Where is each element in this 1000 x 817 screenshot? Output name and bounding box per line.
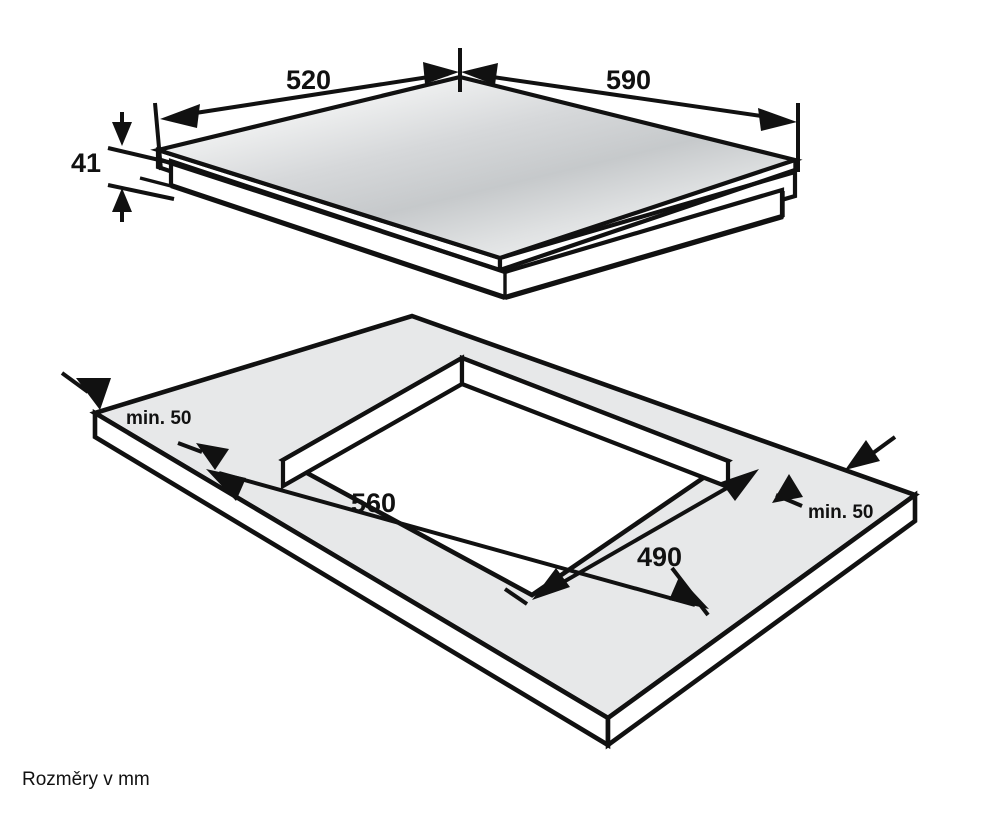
dim-520-arrow-left [160, 104, 200, 128]
dimension-41: 41 [71, 112, 175, 222]
dimension-490: 490 [503, 469, 759, 606]
cutout-rim-right [461, 382, 729, 489]
worktop-edge-front-left [92, 408, 611, 750]
dimension-590: 590 [461, 63, 800, 172]
dim-520-line [175, 72, 449, 118]
dimension-560: 560 [206, 469, 710, 617]
min50-left-arrow-outer [76, 378, 111, 410]
clearance-min-50-right: min. 50 [772, 435, 897, 523]
units-caption: Rozměry v mm [22, 769, 150, 790]
min50-left-leader [60, 371, 90, 394]
figure-hob-appliance: 520 590 41 [71, 48, 803, 301]
dim-560-witness-tick [670, 566, 710, 617]
dim-560-label: 560 [351, 488, 396, 518]
hob-glass-rim-front-right [499, 168, 796, 272]
dim-41-witness-top [107, 146, 173, 165]
dim-590-label: 590 [606, 65, 651, 95]
dim-490-arrow-start [532, 568, 570, 600]
hob-body-bottom-right-edge [504, 214, 784, 301]
figure-worktop-cutout: 560 490 min. 50 [60, 313, 920, 750]
cutout-rim-left [282, 382, 463, 488]
dim-41-witness-bottom [107, 183, 175, 201]
min50-left-arrow-inner [196, 443, 229, 470]
dim-41-arrow-bottom [112, 188, 132, 212]
dimension-520: 520 [153, 48, 462, 171]
dim-490-arrow-end [721, 469, 759, 501]
dim-560-arrow-start [206, 469, 246, 501]
dim-590-line [471, 72, 783, 121]
dim-590-arrow-left [461, 63, 498, 85]
dim-590-arrow-right [758, 108, 797, 131]
dim-41-label: 41 [71, 148, 101, 178]
dim-560-line [218, 471, 696, 607]
dim-520-label: 520 [286, 65, 331, 95]
min50-right-arrow-inner [772, 474, 803, 503]
hob-left-lip-detail [139, 176, 172, 188]
dim-490-witness-tick [503, 587, 529, 606]
dim-490-line [545, 475, 747, 594]
min50-right-label: min. 50 [808, 502, 873, 523]
hob-body-bottom-left-edge [170, 184, 506, 300]
hob-glass-rim-front-left [157, 157, 501, 272]
clearance-min-50-left: min. 50 [60, 371, 229, 470]
dim-520-arrow-right [423, 62, 459, 84]
min50-left-label: min. 50 [126, 408, 191, 429]
min50-right-arrow-outer [845, 440, 880, 470]
dim-490-label: 490 [637, 542, 682, 572]
worktop-edge-front-right [605, 490, 918, 750]
min50-left-inner-leader [177, 441, 203, 454]
dim-41-arrow-top [112, 122, 132, 146]
